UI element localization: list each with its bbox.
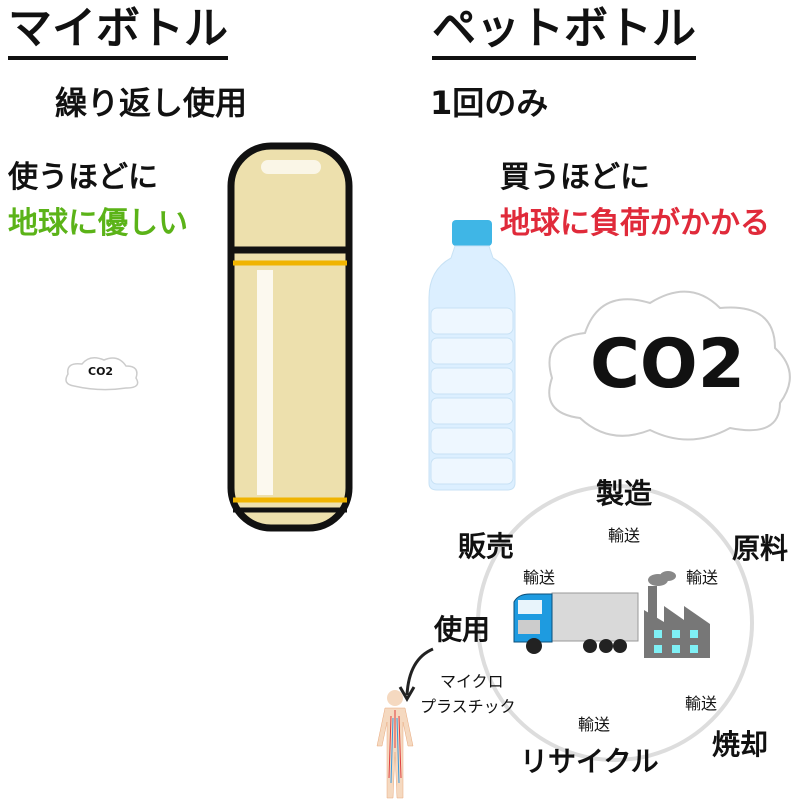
pet-bottle-subtitle: 1回のみ xyxy=(430,84,549,122)
pet-bottle-line2: 地球に負荷がかかる xyxy=(500,206,770,241)
truck-icon xyxy=(513,592,639,654)
transport-label: 輸送 xyxy=(686,568,719,587)
microplastic-label-1: マイクロ xyxy=(440,672,504,691)
pet-bottle-line1: 買うほどに xyxy=(500,160,650,195)
stage-sales: 販売 xyxy=(458,530,515,563)
big-co2-cloud-icon xyxy=(548,290,791,441)
stage-manufacture: 製造 xyxy=(596,477,653,510)
my-bottle-line1: 使うほどに xyxy=(8,160,158,195)
microplastic-label-2: プラスチック xyxy=(420,697,516,716)
small-co2-cloud-icon xyxy=(65,357,139,391)
pet-bottle-icon xyxy=(428,220,516,491)
transport-label: 輸送 xyxy=(523,568,556,587)
stage-raw-material: 原料 xyxy=(732,532,789,565)
stage-recycle: リサイクル xyxy=(520,745,659,778)
my-bottle-subtitle: 繰り返し使用 xyxy=(55,84,248,122)
transport-label: 輸送 xyxy=(685,694,718,713)
small-co2-label: CO2 xyxy=(88,365,114,378)
stage-use: 使用 xyxy=(434,613,491,646)
lifecycle-circle xyxy=(476,484,754,762)
transport-label: 輸送 xyxy=(578,715,611,734)
transport-label: 輸送 xyxy=(608,526,641,545)
thermos-bottle-icon xyxy=(227,142,353,532)
arrow-icon xyxy=(398,647,434,702)
my-bottle-title: マイボトル xyxy=(8,4,228,60)
human-body-icon xyxy=(376,690,414,799)
factory-icon xyxy=(644,571,710,658)
stage-incineration: 焼却 xyxy=(712,728,769,761)
my-bottle-line2: 地球に優しい xyxy=(8,206,188,241)
big-co2-label: CO2 xyxy=(590,325,746,404)
pet-bottle-title: ペットボトル xyxy=(432,4,696,60)
